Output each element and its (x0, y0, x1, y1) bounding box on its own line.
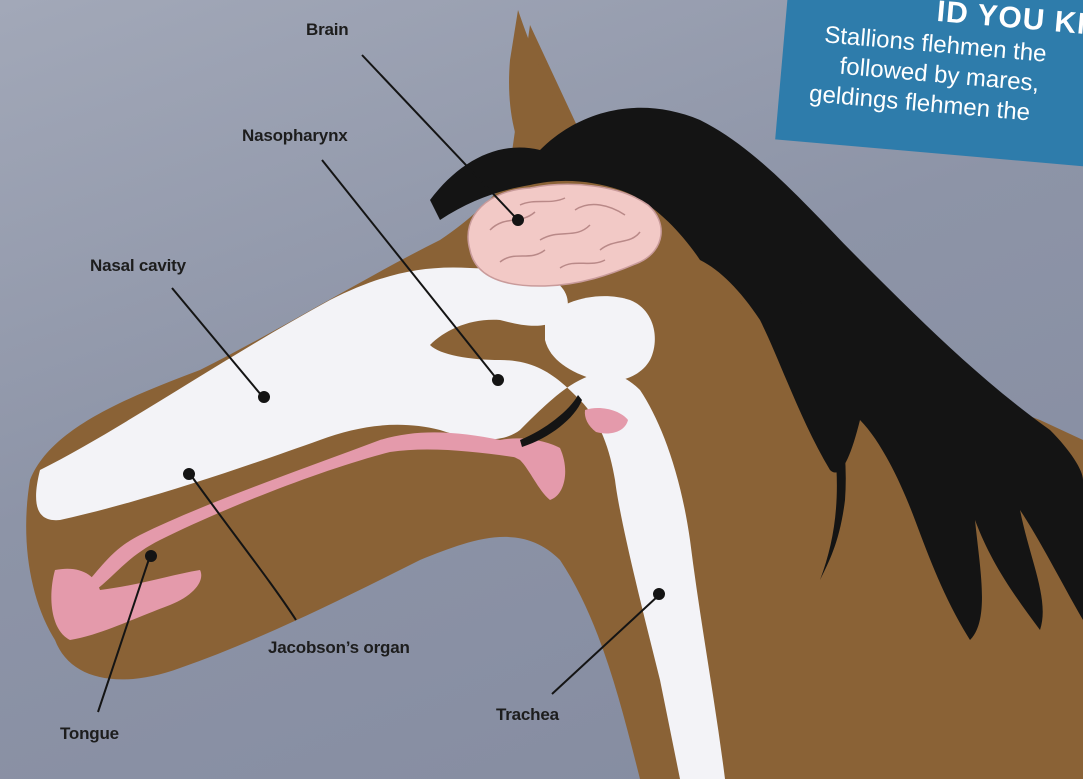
label-jacobsons-organ: Jacobson’s organ (268, 638, 410, 658)
dot-jacobsons-organ (184, 469, 194, 479)
label-brain: Brain (306, 20, 348, 40)
dot-tongue (146, 551, 156, 561)
dot-brain (513, 215, 523, 225)
dot-trachea (654, 589, 664, 599)
label-trachea: Trachea (496, 705, 559, 725)
label-nasal-cavity: Nasal cavity (90, 256, 186, 276)
dot-nasal-cavity (259, 392, 269, 402)
dot-nasopharynx (493, 375, 503, 385)
label-tongue: Tongue (60, 724, 119, 744)
label-nasopharynx: Nasopharynx (242, 126, 348, 146)
